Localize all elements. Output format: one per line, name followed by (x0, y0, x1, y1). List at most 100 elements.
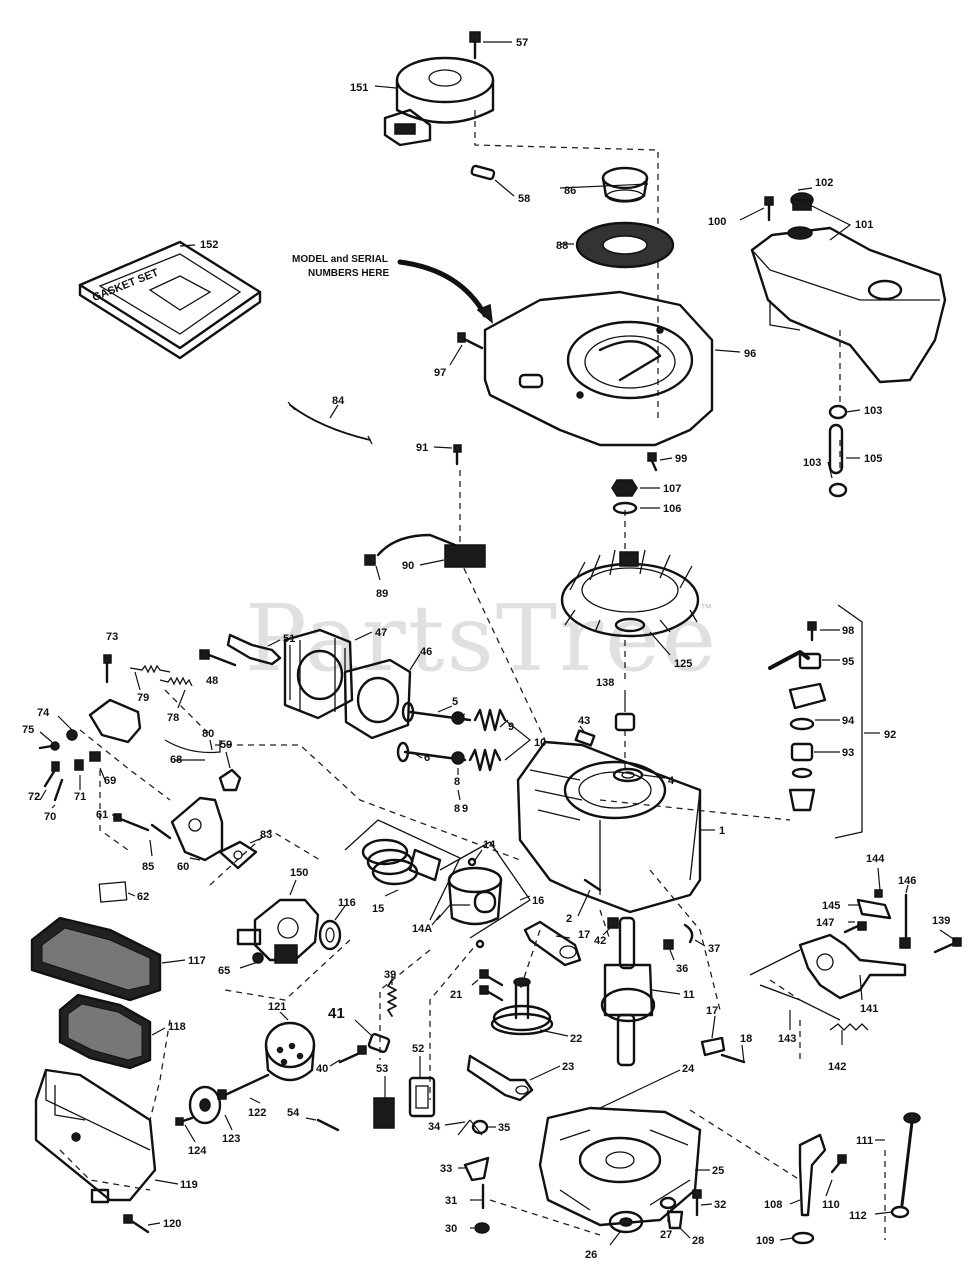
filter-element-118 (58, 993, 152, 1070)
callout-27: 27 (660, 1229, 672, 1241)
screws-21 (479, 969, 504, 1002)
callout-17-right: 17 (706, 1005, 718, 1017)
callout-59: 59 (220, 739, 232, 751)
spring-78 (159, 676, 193, 687)
callout-103-bottom: 103 (803, 457, 821, 469)
callout-53: 53 (376, 1063, 388, 1075)
gasket-set-box-152: GASKET SET (78, 240, 262, 360)
part-37 (683, 923, 694, 944)
fuel-tank-101 (750, 226, 947, 384)
callout-48: 48 (206, 675, 218, 687)
callout-102: 102 (815, 177, 833, 189)
callout-94: 94 (842, 715, 855, 727)
model-note-line2: NUMBERS HERE (308, 268, 389, 279)
ignition-module-90 (364, 533, 486, 568)
callout-117: 117 (188, 955, 206, 967)
callout-146: 146 (898, 875, 916, 887)
callout-65: 65 (218, 965, 230, 977)
screw-91 (453, 444, 462, 466)
gasket-83 (218, 840, 258, 870)
callout-90: 90 (402, 560, 414, 572)
callout-52: 52 (412, 1043, 424, 1055)
callout-18: 18 (740, 1033, 752, 1045)
callout-32: 32 (714, 1199, 726, 1211)
callout-111: 111 (856, 1135, 873, 1147)
callout-42: 42 (594, 935, 606, 947)
head-gasket-46 (343, 658, 412, 740)
callout-105: 105 (864, 453, 882, 465)
callout-5: 5 (452, 696, 458, 708)
piston-16 (439, 841, 531, 939)
callout-39: 39 (384, 969, 396, 981)
callout-70: 70 (44, 811, 56, 823)
seal-4 (612, 767, 644, 783)
callout-106: 106 (663, 503, 681, 515)
callout-107: 107 (663, 483, 681, 495)
callout-2: 2 (566, 913, 572, 925)
callout-88: 88 (556, 240, 568, 252)
watermark: PartsTree (245, 585, 718, 692)
callout-139: 139 (932, 915, 950, 927)
breather-43 (574, 729, 596, 747)
callout-25: 25 (712, 1165, 724, 1177)
callout-92: 92 (884, 729, 896, 741)
part-17b (700, 1036, 726, 1057)
part-27 (659, 1196, 677, 1210)
callout-57: 57 (516, 37, 528, 49)
callout-119: 119 (180, 1179, 198, 1191)
screw-97 (457, 332, 484, 350)
callout-75: 75 (22, 724, 34, 736)
callout-93: 93 (842, 747, 854, 759)
callout-24: 24 (682, 1063, 695, 1075)
spark-plug-51 (226, 633, 282, 666)
seal-ring-116 (318, 919, 342, 951)
model-note-line1: MODEL and SERIAL (292, 254, 388, 265)
callout-14a: 14A (412, 923, 432, 935)
pin-58 (470, 164, 496, 181)
connecting-rod-17 (523, 920, 582, 967)
washer-106 (612, 501, 638, 515)
spring-39 (387, 979, 397, 1017)
fuel-cap-102 (790, 192, 814, 211)
callout-98: 98 (842, 625, 854, 637)
callout-120: 120 (163, 1218, 181, 1230)
callout-85: 85 (142, 861, 154, 873)
callout-103-top: 103 (864, 405, 882, 417)
callout-147: 147 (816, 917, 834, 929)
small-hardware-left (43, 751, 101, 802)
callout-9-top: 9 (508, 721, 514, 733)
part-30 (474, 1222, 490, 1234)
callout-122: 122 (248, 1107, 266, 1119)
seal-26 (608, 1210, 644, 1234)
callout-6-bottom: 6 (424, 752, 430, 764)
callout-79: 79 (137, 692, 149, 704)
callout-109: 109 (756, 1235, 774, 1247)
part-59 (218, 768, 242, 792)
callout-91: 91 (416, 442, 428, 454)
callout-144: 144 (866, 853, 885, 865)
callout-116: 116 (338, 897, 356, 909)
trademark: ™ (700, 601, 712, 615)
cylinder-head-47 (283, 628, 354, 720)
callout-9-bottom: 9 (462, 803, 468, 815)
screw-120 (123, 1214, 150, 1234)
callout-110: 110 (822, 1199, 840, 1211)
part-53 (373, 1097, 395, 1129)
callout-121: 121 (268, 1001, 286, 1013)
callout-34: 34 (428, 1121, 441, 1133)
callout-142: 142 (828, 1061, 846, 1073)
control-linkage-right (749, 889, 962, 1031)
callout-43: 43 (578, 715, 590, 727)
piston-rings-15 (344, 819, 461, 921)
callout-68: 68 (170, 754, 182, 766)
callout-numbers: 57 151 58 86 88 102 100 101 152 96 97 84… (22, 37, 950, 1261)
screw-40 (338, 1045, 367, 1064)
callout-41: 41 (328, 1005, 345, 1022)
air-filter-117 (30, 916, 162, 1002)
blower-housing-96 (483, 290, 714, 447)
screw-32 (692, 1189, 702, 1217)
wrist-pin-clip-14 (467, 857, 485, 949)
callout-100: 100 (708, 216, 726, 228)
callout-78: 78 (167, 712, 179, 724)
